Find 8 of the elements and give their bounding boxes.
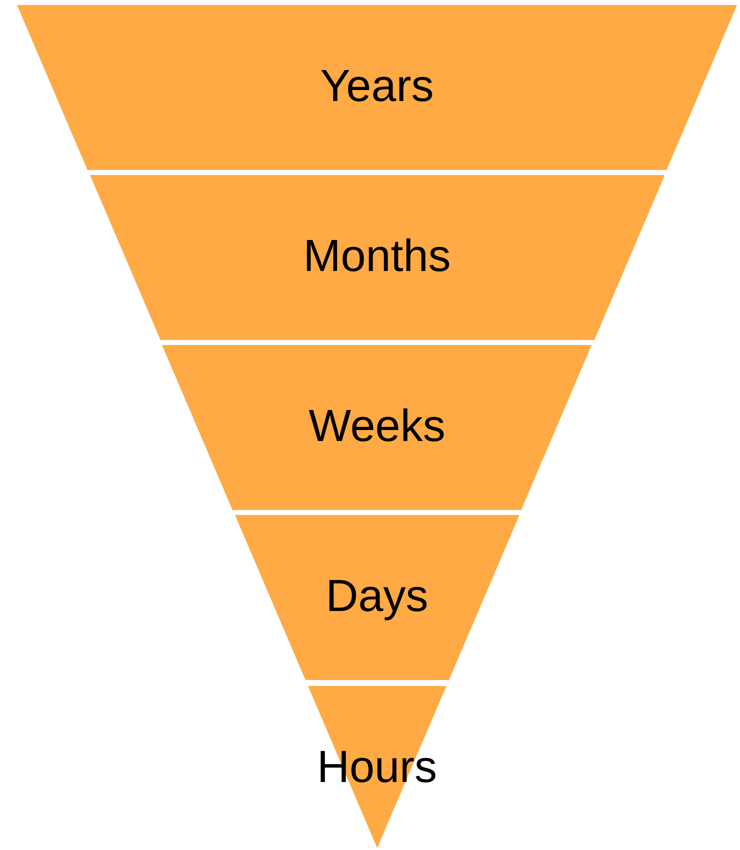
funnel-segment (90, 175, 664, 340)
segment-label: Days (326, 570, 428, 622)
segment-label: Weeks (308, 400, 446, 452)
funnel-segment (234, 515, 520, 680)
funnel-segment (17, 5, 737, 170)
funnel-segment (162, 345, 592, 510)
segment-label: Months (303, 230, 451, 282)
segment-label: Years (320, 60, 434, 112)
